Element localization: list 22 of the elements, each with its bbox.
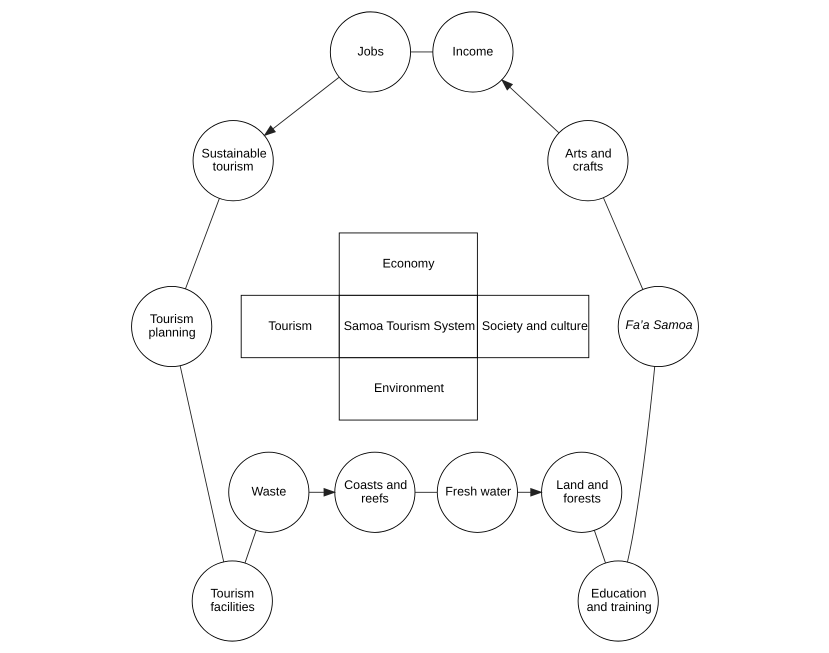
node-circle: Fa’a Samoa <box>617 286 698 368</box>
node-circle: Fresh water <box>436 452 518 533</box>
node-circle: Coasts and reefs <box>334 452 415 533</box>
connector <box>626 366 655 562</box>
node-circle: Sustainable tourism <box>192 120 274 202</box>
connector <box>244 530 256 564</box>
node-circle: Tourism planning <box>130 286 212 368</box>
connector <box>179 365 224 562</box>
node-circle: Education and training <box>577 560 658 642</box>
arrow <box>262 76 339 136</box>
arrow <box>500 78 559 134</box>
node-circle: Arts and crafts <box>546 120 628 202</box>
node-circle: Waste <box>228 452 309 533</box>
node-circle: Tourism facilities <box>191 560 272 642</box>
connector <box>184 198 220 290</box>
connector <box>414 492 438 493</box>
node-circle: Jobs <box>329 11 410 93</box>
connector <box>594 530 606 564</box>
arrow <box>516 488 542 497</box>
connector <box>602 198 643 290</box>
arrow <box>308 488 336 497</box>
node-circle: Land and forests <box>540 452 622 533</box>
